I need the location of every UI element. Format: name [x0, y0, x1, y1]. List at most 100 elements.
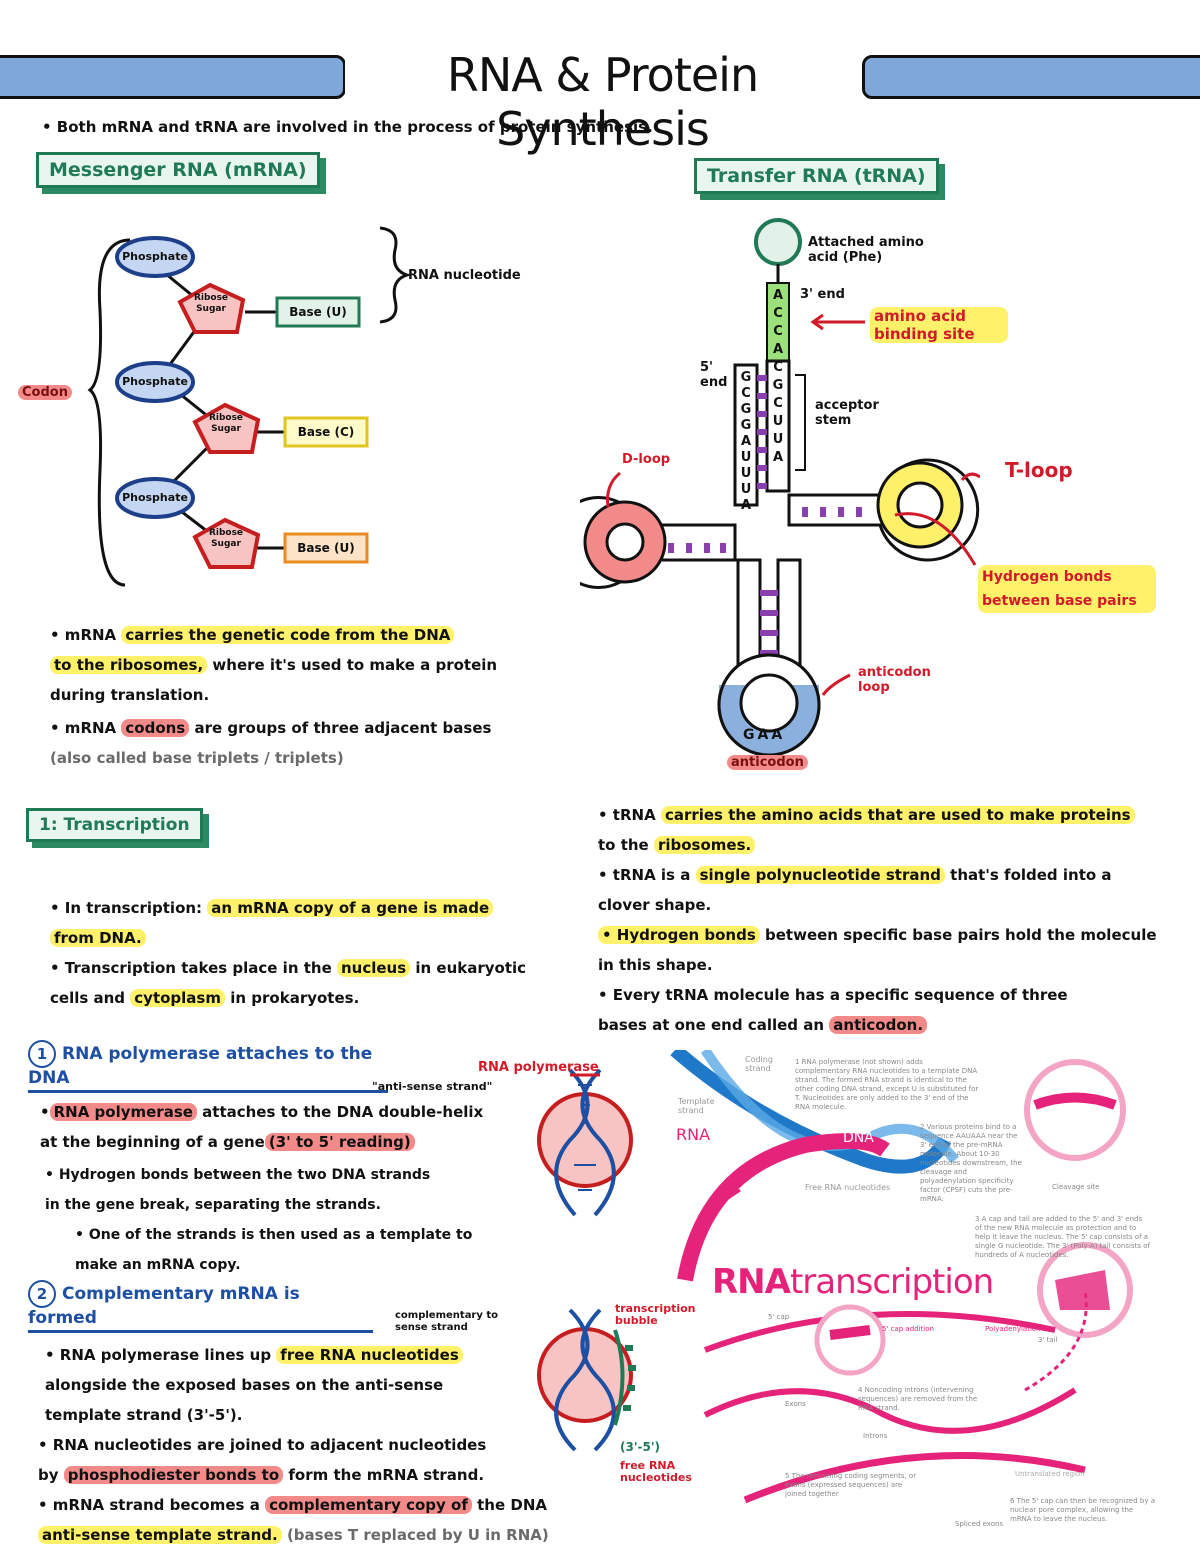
ribose-sugar-2 [192, 402, 261, 454]
title-bar-left [0, 55, 346, 99]
base-label-2: Base (C) [297, 425, 355, 439]
base-2 [283, 416, 369, 448]
hydrogen-bonds-label: Hydrogen bonds between base pairs [978, 565, 1156, 613]
binding-site-label: amino acid binding site [870, 307, 1008, 343]
nucleotide-letter: U [772, 414, 784, 429]
mrna-bullet-1: • mRNA carries the genetic code from the… [50, 626, 498, 704]
three-tail-label: 3' tail [1038, 1336, 1058, 1344]
phosphate-2 [115, 361, 195, 403]
nucleotide-letter: G [740, 418, 752, 433]
mrna-heading: Messenger RNA (mRNA) [36, 152, 320, 188]
transcription-bullet-2: • Transcription takes place in the nucle… [50, 959, 527, 1007]
complementary-label: complementary to sense strand [395, 1310, 499, 1333]
mrna-bullet-2: • mRNA codons are groups of three adjace… [50, 719, 492, 767]
infographic-rna-label: RNA [676, 1125, 711, 1144]
nucleotide-letter: A [772, 450, 784, 465]
transcription-bullet-1: • In transcription: an mRNA copy of a ge… [50, 893, 570, 953]
transcription-infographic [670, 1050, 1133, 1504]
base-3 [283, 532, 369, 564]
five-cap-label: 5' cap [768, 1313, 790, 1321]
ribose-sugar-3 [192, 517, 261, 569]
codon-label: Codon [18, 385, 72, 400]
anticodon-loop-label: anticodon loop [858, 665, 931, 695]
trna-cloverleaf [580, 218, 980, 757]
ribose-sugar-1 [177, 282, 246, 334]
nucleotide-letter: U [740, 482, 752, 497]
base-1 [275, 296, 361, 328]
step-2-bullet-1: • RNA polymerase lines up free RNA nucle… [45, 1340, 565, 1430]
exons-label: Exons [785, 1400, 806, 1408]
infographic-step2: 2 Various proteins bind to a sequence AA… [920, 1123, 1022, 1203]
coding-strand-label: Coding strand [745, 1055, 773, 1073]
nucleotide-letter: U [740, 466, 752, 481]
phosphate-1 [115, 236, 195, 278]
base-label-1: Base (U) [289, 305, 347, 319]
nucleotide-letter: A [740, 498, 752, 513]
nucleotide-letter: U [772, 432, 784, 447]
nucleotide-letter: G [740, 402, 752, 417]
trna-heading: Transfer RNA (tRNA) [694, 158, 939, 194]
dna-helix-step1 [537, 1068, 633, 1217]
infographic-step3: 3 A cap and tail are added to the 5' and… [975, 1215, 1150, 1259]
dna-helix-step2 [537, 1308, 636, 1452]
infographic-step4: 4 Noncoding introns (intervening sequenc… [858, 1386, 978, 1412]
infographic-step1: 1 RNA polymerase (not shown) adds comple… [795, 1058, 979, 1111]
infographic-step5: 5 The remaining coding segments, or exon… [785, 1472, 917, 1498]
intro-text: • Both mRNA and tRNA are involved in the… [42, 118, 653, 136]
free-nucleotides-label: free RNA nucleotides [620, 1459, 692, 1484]
transcription-bubble-label: transcription bubble [615, 1302, 696, 1327]
three-prime-label: 3' end [800, 287, 845, 302]
amino-acid-label: Attached amino acid (Phe) [808, 235, 924, 265]
nucleotide-letter: A [740, 434, 752, 449]
spliced-exons-label: Spliced exons [955, 1520, 1004, 1528]
anticodon-label: anticodon [727, 755, 808, 770]
base-label-3: Base (U) [297, 541, 355, 555]
trna-bullet-1: • tRNA carries the amino acids that are … [598, 800, 1198, 860]
introns-label: Introns [863, 1432, 888, 1440]
anticodon-sequence: GAA [743, 727, 786, 743]
d-loop-label: D-loop [622, 452, 671, 467]
template-strand-label: Template strand [678, 1097, 715, 1115]
five-prime-label: 5' end [700, 360, 728, 390]
phosphate-label-3: Phosphate [122, 491, 188, 504]
acceptor-stem-label: acceptor stem [815, 398, 879, 428]
step-2-bullet-2: • RNA nucleotides are joined to adjacent… [38, 1436, 487, 1484]
untranslated-label: Untranslated region [1015, 1470, 1085, 1478]
step-1-bullet-3: • One of the strands is then used as a t… [75, 1227, 473, 1273]
nucleotide-letter: A [772, 342, 784, 357]
title-bar-right [862, 55, 1200, 99]
t-loop-label: T-loop [1005, 458, 1073, 482]
nucleotide-letter: C [773, 324, 783, 339]
cleavage-site-label: Cleavage site [1052, 1183, 1100, 1191]
step-1-bullet-1: •RNA polymerase attaches to the DNA doub… [40, 1103, 484, 1151]
nucleotide-letter: C [773, 360, 783, 375]
nucleotide-letter: G [740, 370, 752, 385]
polyadenylation-label: Polyadenylation [985, 1325, 1041, 1333]
rna-nucleotide-label: RNA nucleotide [408, 268, 521, 283]
infographic-title: RNAtranscription [712, 1262, 994, 1302]
step-1-bullet-2: • Hydrogen bonds between the two DNA str… [45, 1167, 431, 1213]
infographic-dna-label: DNA [843, 1130, 874, 1146]
rna-polymerase-label: RNA polymerase [478, 1060, 599, 1075]
transcription-heading: 1: Transcription [26, 808, 203, 842]
trna-bullet-3: • Hydrogen bonds between specific base p… [598, 926, 1157, 974]
phosphate-label-2: Phosphate [122, 375, 188, 388]
cap-addition-label: 5' cap addition [882, 1325, 934, 1333]
nucleotide-letter: A [772, 288, 784, 303]
trna-bullet-4: • Every tRNA molecule has a specific seq… [598, 986, 1068, 1034]
free-rna-label: Free RNA nucleotides [805, 1183, 891, 1192]
phosphate-3 [115, 477, 195, 519]
page-title: RNA & Protein Synthesis [345, 48, 860, 156]
nucleotide-letter: C [741, 386, 751, 401]
antisense-label: "anti-sense strand" [372, 1080, 493, 1093]
nucleotide-letter: U [740, 450, 752, 465]
trna-bullet-2: • tRNA is a single polynucleotide strand… [598, 866, 1112, 914]
nucleotide-letter: C [773, 306, 783, 321]
three-five-label: (3'-5') [620, 1440, 660, 1454]
